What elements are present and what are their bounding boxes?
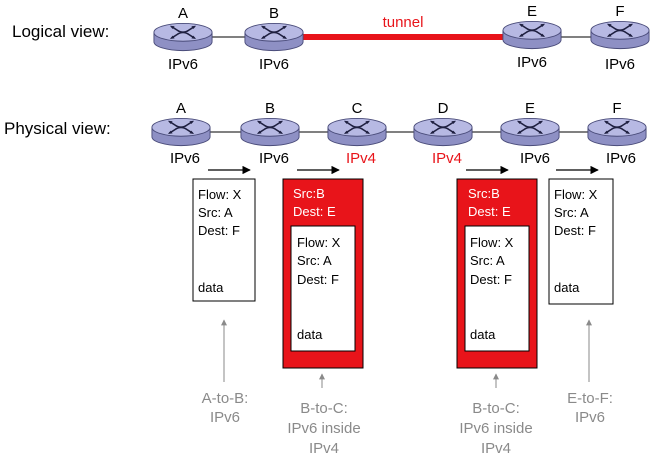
caption-line: IPv6 — [575, 409, 605, 426]
physical-router-e: E IPv6 — [500, 100, 560, 167]
router-protocol: IPv6 — [168, 56, 198, 73]
router-protocol: IPv6 — [259, 150, 289, 167]
data-field: data — [554, 280, 580, 295]
router-label: E — [525, 100, 535, 117]
data-field: data — [198, 280, 224, 295]
router-protocol: IPv6 — [259, 56, 289, 73]
router-icon — [587, 117, 647, 147]
data-field: data — [470, 327, 496, 342]
router-label: F — [612, 100, 621, 117]
router-icon — [590, 20, 650, 50]
physical-router-b: B IPv6 — [240, 100, 300, 167]
flow-field: Flow: X — [554, 187, 598, 202]
packet-d-to-e: Src:B Dest: E Flow: X Src: A Dest: F dat… — [456, 178, 538, 369]
packet-e-to-f: Flow: X Src: A Dest: F data — [548, 178, 614, 305]
logical-router-a: A IPv6 — [153, 5, 213, 73]
logical-router-e: E IPv6 — [502, 3, 562, 71]
packet-a-to-b: Flow: X Src: A Dest: F data — [192, 178, 256, 302]
src-field: Src: A — [554, 205, 589, 220]
outer-src-field: Src:B — [468, 186, 500, 201]
logical-router-b: B IPv6 — [244, 5, 304, 73]
router-label: C — [352, 100, 363, 117]
caption-b-to-c: B-to-C: IPv6 inside IPv4 — [287, 400, 360, 457]
router-protocol: IPv6 — [606, 150, 636, 167]
caption-line: A-to-B: — [202, 390, 249, 407]
caption-line: IPv4 — [309, 440, 339, 457]
router-protocol: IPv6 — [520, 150, 550, 167]
router-icon — [502, 20, 562, 50]
router-protocol: IPv6 — [517, 54, 547, 71]
ipv6-inner-box — [290, 225, 356, 352]
router-icon — [153, 22, 213, 52]
caption-line: IPv4 — [481, 440, 511, 457]
caption-e-to-f: E-to-F: IPv6 — [567, 390, 613, 426]
caption-a-to-b: A-to-B: IPv6 — [202, 390, 249, 426]
router-label: A — [178, 5, 188, 22]
router-protocol: IPv6 — [605, 56, 635, 73]
router-label: F — [615, 3, 624, 20]
dest-field: Dest: F — [198, 223, 240, 238]
dest-field: Dest: F — [297, 272, 339, 287]
datagram-box — [192, 178, 256, 302]
router-label: A — [176, 100, 186, 117]
outer-src-field: Src:B — [293, 186, 325, 201]
router-icon — [244, 22, 304, 52]
flow-field: Flow: X — [297, 235, 341, 250]
dest-field: Dest: F — [470, 272, 512, 287]
src-field: Src: A — [297, 253, 332, 268]
router-icon — [413, 117, 473, 147]
caption-line: IPv6 inside — [459, 420, 532, 437]
router-protocol: IPv4 — [346, 150, 376, 167]
ipv6-inner-box — [464, 225, 530, 352]
router-protocol: IPv4 — [432, 150, 462, 167]
router-icon — [240, 117, 300, 147]
outer-dest-field: Dest: E — [293, 204, 336, 219]
outer-dest-field: Dest: E — [468, 204, 511, 219]
physical-router-a: A IPv6 — [151, 100, 211, 167]
dest-field: Dest: F — [554, 223, 596, 238]
caption-d-to-e: B-to-C: IPv6 inside IPv4 — [459, 400, 532, 457]
src-field: Src: A — [198, 205, 233, 220]
physical-router-d: D IPv4 — [413, 100, 473, 167]
logical-router-f: F IPv6 — [590, 3, 650, 73]
flow-field: Flow: X — [198, 187, 242, 202]
datagram-box — [548, 178, 614, 305]
router-label: E — [527, 3, 537, 20]
flow-field: Flow: X — [470, 235, 514, 250]
caption-line: B-to-C: — [300, 400, 348, 417]
physical-router-f: F IPv6 — [587, 100, 647, 167]
src-field: Src: A — [470, 253, 505, 268]
data-field: data — [297, 327, 323, 342]
router-icon — [151, 117, 211, 147]
logical-view-title: Logical view: — [12, 22, 109, 41]
caption-line: E-to-F: — [567, 390, 613, 407]
router-icon — [500, 117, 560, 147]
caption-line: IPv6 inside — [287, 420, 360, 437]
physical-router-c: C IPv4 — [327, 100, 387, 167]
packet-b-to-c: Src:B Dest: E Flow: X Src: A Dest: F dat… — [282, 178, 364, 369]
physical-view-title: Physical view: — [4, 119, 111, 138]
tunnel-label: tunnel — [383, 14, 424, 31]
caption-line: IPv6 — [210, 409, 240, 426]
router-label: B — [265, 100, 275, 117]
caption-line: B-to-C: — [472, 400, 520, 417]
router-label: B — [269, 5, 279, 22]
router-icon — [327, 117, 387, 147]
router-label: D — [438, 100, 449, 117]
router-protocol: IPv6 — [170, 150, 200, 167]
